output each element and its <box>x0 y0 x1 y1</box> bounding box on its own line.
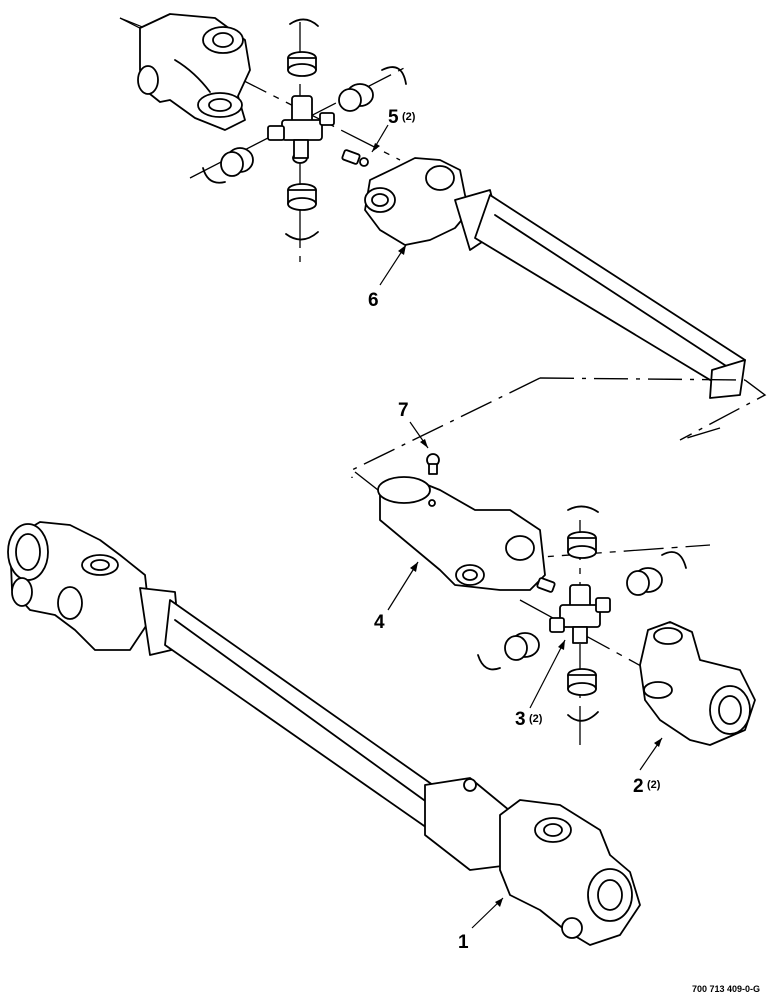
callout-5-label: 5 <box>388 107 399 128</box>
snap-ring <box>567 711 599 722</box>
middle-bearing-cap-right <box>626 567 663 596</box>
figure-number: 700 713 409-0-G <box>692 984 760 994</box>
grease-fitting-7 <box>426 453 440 475</box>
callout-3-qty: (2) <box>529 713 543 725</box>
shaft-half-1 <box>7 521 641 946</box>
callout-2-qty: (2) <box>647 779 661 791</box>
callout-7: 7 <box>398 400 429 449</box>
top-yoke-assembly <box>119 13 411 262</box>
middle-bearing-cap-left <box>504 632 540 661</box>
callout-4-label: 4 <box>374 612 385 633</box>
callout-1: 1 <box>458 897 504 953</box>
snap-ring <box>202 167 226 184</box>
callout-3-label: 3 <box>515 709 526 730</box>
callout-6-label: 6 <box>368 290 379 311</box>
snap-ring <box>661 551 687 569</box>
end-yoke-2 <box>639 621 756 746</box>
top-bearing-cap-right <box>338 83 374 112</box>
callout-2-label: 2 <box>633 776 644 797</box>
callout-5-qty: (2) <box>402 111 416 123</box>
callout-7-label: 7 <box>398 400 409 421</box>
snap-ring <box>381 66 407 85</box>
grease-fitting-5 <box>341 149 369 167</box>
middle-yoke-assembly <box>377 453 741 745</box>
assembly-guide-line <box>679 379 767 441</box>
snap-ring <box>567 505 599 513</box>
snap-ring <box>285 231 319 241</box>
snap-ring <box>289 18 319 27</box>
callout-3: 3 (2) <box>515 639 566 730</box>
top-bearing-cap-left <box>220 147 254 177</box>
callout-1-label: 1 <box>458 932 469 953</box>
shaft-half-6 <box>364 157 746 399</box>
middle-bearing-cap-down <box>567 668 597 696</box>
callout-5: 5 (2) <box>371 107 416 153</box>
middle-bearing-cap-up <box>567 531 597 559</box>
top-bearing-cap-down <box>287 183 317 211</box>
callout-6: 6 <box>368 244 407 311</box>
callout-2: 2 (2) <box>633 737 663 797</box>
snap-ring <box>477 654 501 671</box>
top-bearing-cap-up <box>287 51 317 77</box>
tube-yoke-4 <box>379 481 546 591</box>
callout-4: 4 <box>374 561 419 633</box>
